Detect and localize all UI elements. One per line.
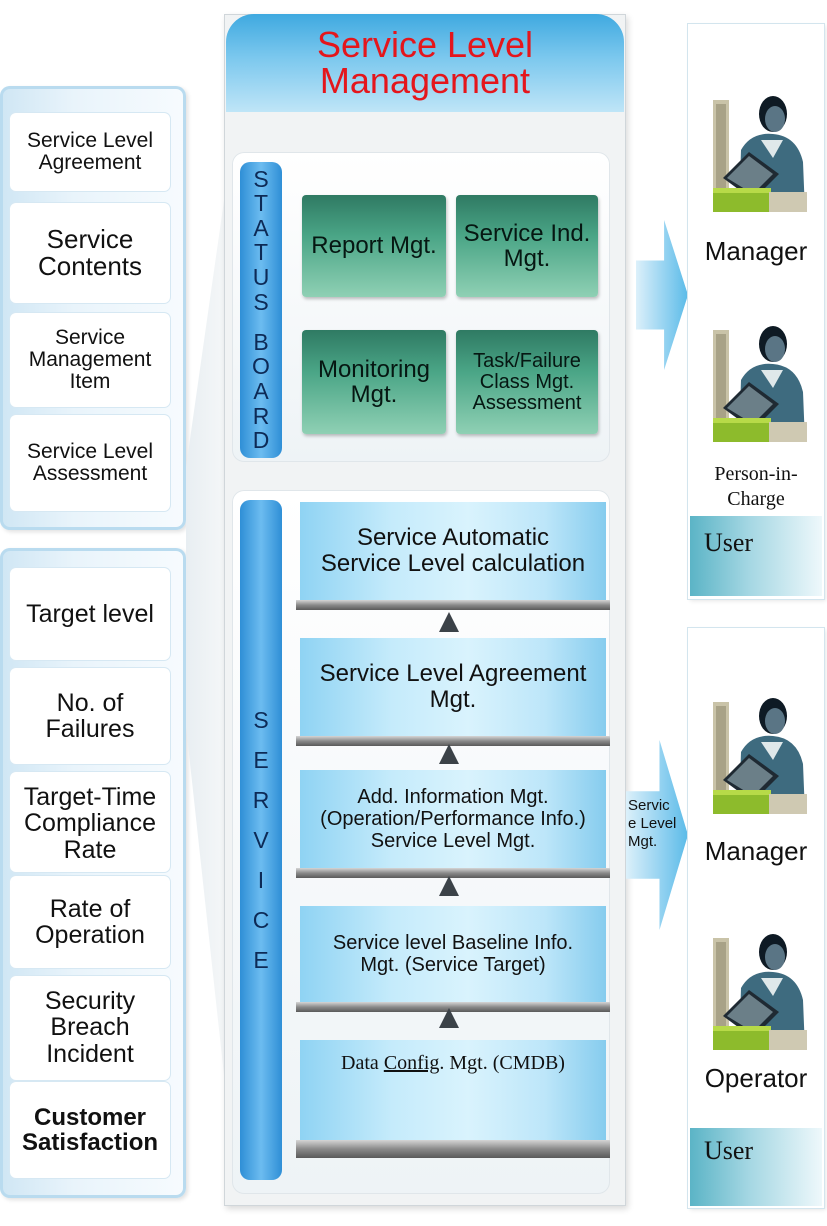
left-item-security-breach-incident: Security Breach Incident: [10, 976, 170, 1080]
person-at-computer-icon: [713, 326, 807, 442]
status-board-label-bar: S T A T U S B O A R D: [240, 162, 282, 458]
status-board-letter: B: [253, 328, 269, 355]
status-board-letter: T: [253, 190, 269, 217]
page-title: Service Level Management: [226, 14, 624, 112]
person-at-computer-icon: [713, 698, 807, 814]
service-level-baseline-info-box: Service level Baseline Info. Mgt. (Servi…: [300, 906, 606, 1002]
service-letter: C: [252, 906, 270, 933]
box-ground: [296, 600, 610, 610]
left-item-customer-satisfaction: Customer Satisfaction: [10, 1082, 170, 1178]
user-label-top: User: [704, 528, 754, 557]
up-arrow-icon: [439, 876, 459, 896]
role-operator: Operator: [704, 1063, 808, 1093]
left-to-center-connector: [186, 186, 226, 1094]
role-manager-top: Manager: [704, 236, 808, 266]
up-arrow-icon: [439, 612, 459, 632]
status-board-letter: S: [253, 288, 269, 315]
status-board-letter: T: [253, 239, 269, 266]
status-board-letter: S: [253, 165, 269, 192]
person-at-computer-icon: [713, 934, 807, 1050]
left-item-service-management-item: Service Management Item: [10, 313, 170, 407]
user-panel-bottom: [688, 628, 824, 1208]
status-board-letter: O: [252, 353, 270, 380]
user-band-bottom: [690, 1128, 822, 1206]
add-information-mgt-box: Add. Information Mgt. (Operation/Perform…: [300, 770, 606, 868]
status-to-user-arrow: [636, 220, 688, 370]
left-item-target-time-compliance-rate: Target-Time Compliance Rate: [10, 772, 170, 872]
status-board-letter: A: [253, 214, 269, 241]
left-item-service-level-assessment: Service Level Assessment: [10, 415, 170, 511]
box-ground: [296, 1002, 610, 1012]
user-band-top: [690, 516, 822, 596]
box-ground: [296, 1140, 610, 1158]
service-ind-mgt-box: Service Ind. Mgt.: [456, 195, 598, 297]
left-item-target-level: Target level: [10, 568, 170, 660]
report-mgt-box: Report Mgt.: [302, 195, 446, 297]
monitoring-mgt-box: Monitoring Mgt.: [302, 330, 446, 434]
role-person-in-charge: Person-in- Charge: [714, 463, 798, 510]
box-ground: [296, 736, 610, 746]
service-letter: V: [253, 826, 269, 853]
status-board-letter: U: [252, 264, 270, 291]
service-letter: R: [252, 786, 270, 813]
left-item-rate-of-operation: Rate of Operation: [10, 876, 170, 968]
data-config-mgt-cmdb-box: Data Config. Mgt. (CMDB): [300, 1040, 606, 1140]
up-arrow-icon: [439, 744, 459, 764]
cmdb-label: Data Config. Mgt. (CMDB): [341, 1052, 565, 1074]
service-letter: E: [253, 946, 269, 973]
left-item-number-of-failures: No. of Failures: [10, 668, 170, 764]
arrow-label-service-level-mgt: Servic e Level Mgt.: [628, 797, 677, 850]
left-item-service-level-agreement: Service Level Agreement: [10, 113, 170, 191]
service-level-agreement-mgt-box: Service Level Agreement Mgt.: [300, 638, 606, 736]
service-automatic-calculation-box: Service Automatic Service Level calculat…: [300, 502, 606, 600]
status-board-letter: D: [252, 427, 270, 454]
user-label-bottom: User: [704, 1136, 754, 1165]
service-label-bar: S E R V I C E: [240, 500, 282, 1180]
left-item-service-contents: Service Contents: [10, 203, 170, 303]
status-board-letter: R: [252, 402, 270, 429]
up-arrow-icon: [439, 1008, 459, 1028]
task-failure-class-mgt-box: Task/Failure Class Mgt. Assessment: [456, 330, 598, 434]
status-board-letter: A: [253, 378, 269, 405]
service-letter: I: [257, 866, 265, 893]
role-manager-bottom: Manager: [704, 836, 808, 866]
box-ground: [296, 868, 610, 878]
service-letter: E: [253, 746, 269, 773]
user-panel-top: [688, 24, 824, 599]
service-letter: S: [253, 706, 269, 733]
person-at-computer-icon: [713, 96, 807, 212]
